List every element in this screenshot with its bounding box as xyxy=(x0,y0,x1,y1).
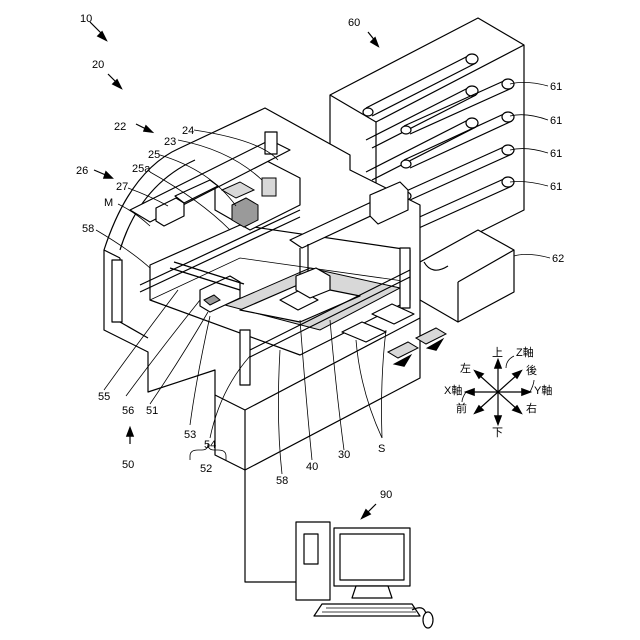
axis-compass xyxy=(462,356,534,424)
label-25: 25 xyxy=(148,149,160,161)
label-27: 27 xyxy=(116,181,128,193)
label-20: 20 xyxy=(92,59,104,71)
label-50: 50 xyxy=(122,459,134,471)
label-61-1: 61 xyxy=(550,81,562,93)
label-51: 51 xyxy=(146,405,158,417)
label-60: 60 xyxy=(348,17,360,29)
label-10: 10 xyxy=(80,13,92,25)
label-23: 23 xyxy=(164,136,176,148)
label-61-4: 61 xyxy=(550,181,562,193)
label-M: M xyxy=(104,197,113,209)
axis-back: 後 xyxy=(526,363,537,377)
axis-front: 前 xyxy=(456,401,467,415)
label-54: 54 xyxy=(204,439,216,451)
axis-z: Z軸 xyxy=(516,345,534,359)
label-26: 26 xyxy=(76,165,88,177)
axis-y: Y軸 xyxy=(534,383,552,397)
label-55: 55 xyxy=(98,391,110,403)
label-53: 53 xyxy=(184,429,196,441)
label-61-2: 61 xyxy=(550,115,562,127)
label-58-top: 58 xyxy=(82,223,94,235)
label-56: 56 xyxy=(122,405,134,417)
label-S: S xyxy=(378,443,385,455)
label-24: 24 xyxy=(182,125,194,137)
computer-90 xyxy=(245,470,433,628)
label-61-3: 61 xyxy=(550,148,562,160)
axis-right: 右 xyxy=(526,401,537,415)
label-40: 40 xyxy=(306,461,318,473)
label-30: 30 xyxy=(338,449,350,461)
axis-left: 左 xyxy=(460,362,471,375)
label-52: 52 xyxy=(200,463,212,475)
label-62: 62 xyxy=(552,253,564,265)
axis-up: 上 xyxy=(492,346,503,359)
label-90: 90 xyxy=(380,489,392,501)
axis-x: X軸 xyxy=(444,383,462,397)
label-22: 22 xyxy=(114,121,126,133)
axis-down: 下 xyxy=(492,427,503,439)
label-25a: 25a xyxy=(132,163,151,175)
label-58-bottom: 58 xyxy=(276,475,288,487)
